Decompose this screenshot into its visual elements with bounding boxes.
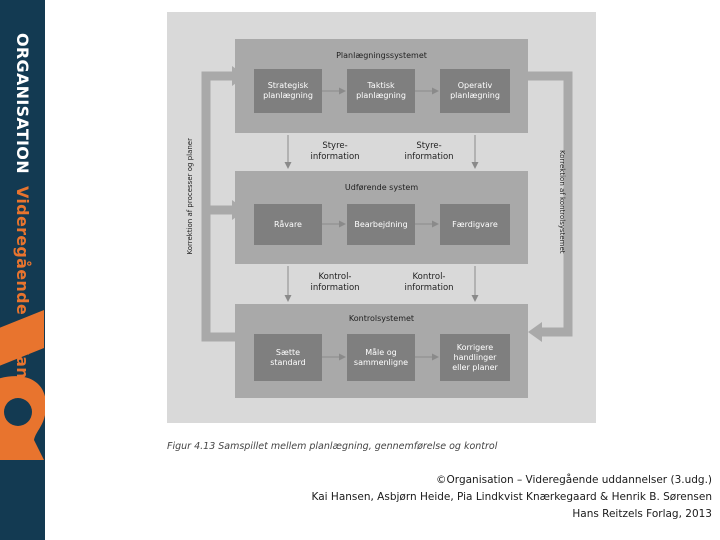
copyright-block: ©Organisation – Videregående uddannelser… (312, 472, 712, 523)
orange-logo-shape (0, 310, 45, 460)
feedback-info-bottom-left: Kontrol- information (310, 272, 360, 293)
operative-planning-box: Operativ planlægning (440, 69, 510, 113)
correct-actions-box: Korrigere handlinger eller planer (440, 334, 510, 381)
set-standard-box: Sætte standard (254, 334, 322, 381)
control-title: Kontrolsystemet (348, 314, 415, 323)
processing-box: Bearbejdning (347, 204, 415, 245)
planning-title: Planlægningssystemet (336, 51, 427, 60)
measure-compare-box: Måle og sammenligne (347, 334, 415, 381)
figure-caption: Figur 4.13 Samspillet mellem planlægning… (167, 441, 498, 452)
copyright-line-1: ©Organisation – Videregående uddannelser… (436, 474, 712, 486)
copyright-line-2: Kai Hansen, Asbjørn Heide, Pia Lindkvist… (311, 491, 712, 503)
finished-goods-box: Færdigvare (440, 204, 510, 245)
control-info-top-right: Styre- information (404, 141, 454, 162)
sidebar: ORGANISATION Videregående uddannelser (0, 0, 45, 540)
tactical-planning-box: Taktisk planlægning (347, 69, 415, 113)
strategic-planning-box: Strategisk planlægning (254, 69, 322, 113)
control-info-top-left: Styre- information (310, 141, 360, 162)
left-side-label: Korrektion af processer og planer (186, 138, 194, 255)
feedback-info-bottom-right: Kontrol- information (404, 272, 454, 293)
raw-material-box: Råvare (254, 204, 322, 245)
subtitle-label: Videregående uddannelser (13, 185, 32, 437)
brand-label: ORGANISATION (13, 33, 32, 174)
right-side-label: Korrektion af kontrolsystemet (558, 150, 566, 254)
sidebar-title: ORGANISATION Videregående uddannelser (11, 33, 33, 436)
copyright-line-3: Hans Reitzels Forlag, 2013 (572, 508, 712, 520)
execution-title: Udførende system (344, 183, 419, 192)
